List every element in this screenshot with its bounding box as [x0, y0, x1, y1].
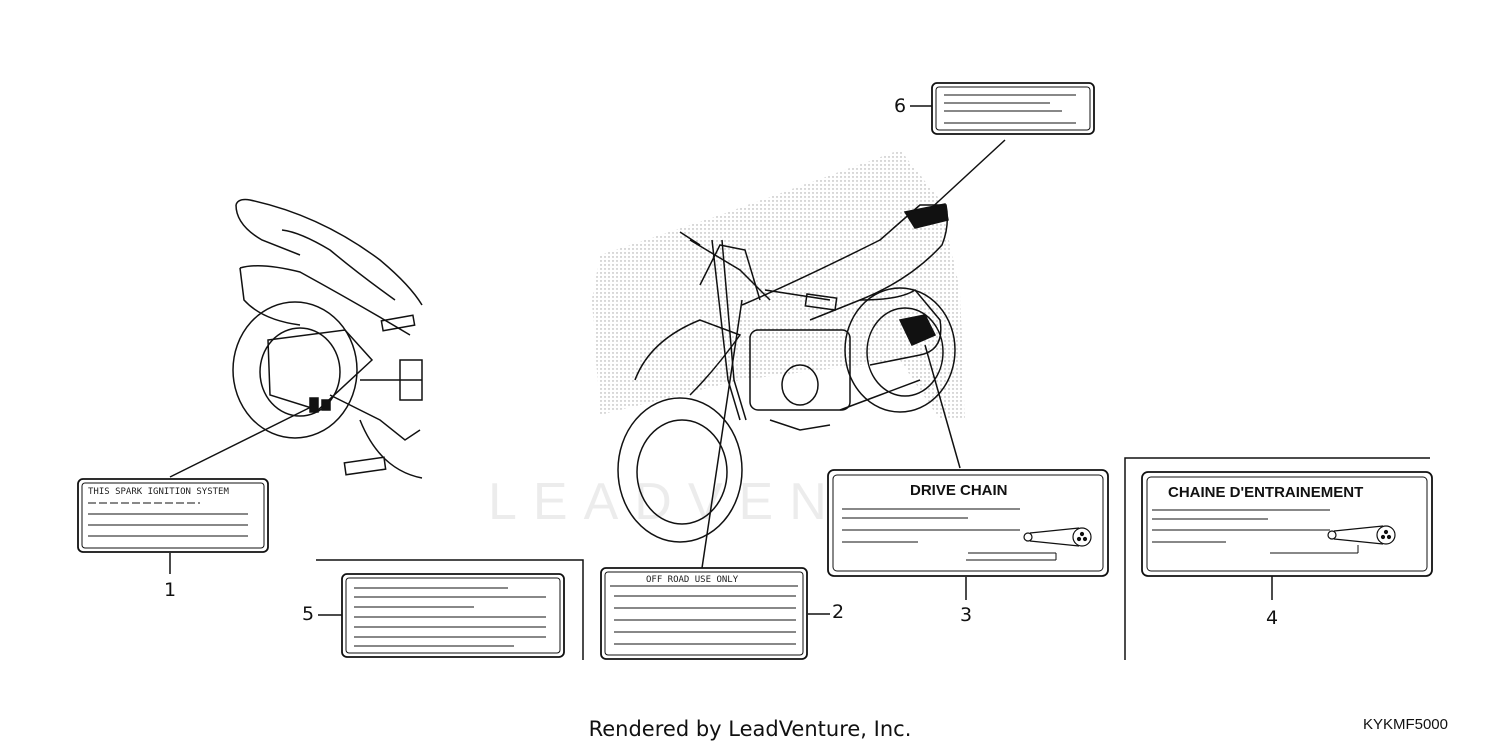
callout-6: 6	[894, 95, 907, 117]
callout-2: 2	[832, 601, 845, 623]
center-motorcycle-drawing	[617, 203, 956, 543]
leader-lines	[169, 105, 1430, 660]
label-drive-chain: DRIVE CHAIN	[827, 469, 1109, 577]
off-road-text: OFF ROAD USE ONLY	[646, 575, 739, 585]
stipple-background	[592, 150, 965, 420]
chaine-title: CHAINE D'ENTRAINEMENT	[1168, 484, 1363, 501]
callout-3: 3	[960, 604, 973, 626]
label-6-blank	[931, 82, 1095, 135]
label-off-road: OFF ROAD USE ONLY	[600, 567, 808, 660]
label-5-blank	[341, 573, 565, 658]
label-spark-ignition: THIS SPARK IGNITION SYSTEM	[77, 478, 269, 553]
label-chaine-entrainement: CHAINE D'ENTRAINEMENT	[1141, 471, 1433, 577]
spark-ignition-text: THIS SPARK IGNITION SYSTEM	[88, 487, 229, 497]
footer-credit: Rendered by LeadVenture, Inc.	[588, 717, 912, 741]
drive-chain-title: DRIVE CHAIN	[910, 482, 1008, 499]
callout-5: 5	[302, 603, 315, 625]
chain-sprocket-icon	[1023, 527, 1092, 547]
callout-1: 1	[164, 579, 177, 601]
chain-sprocket-icon	[1327, 525, 1396, 545]
left-motorcycle-drawing	[232, 198, 423, 479]
callout-4: 4	[1266, 607, 1279, 629]
diagram-code: KYKMF5000	[1362, 716, 1448, 733]
